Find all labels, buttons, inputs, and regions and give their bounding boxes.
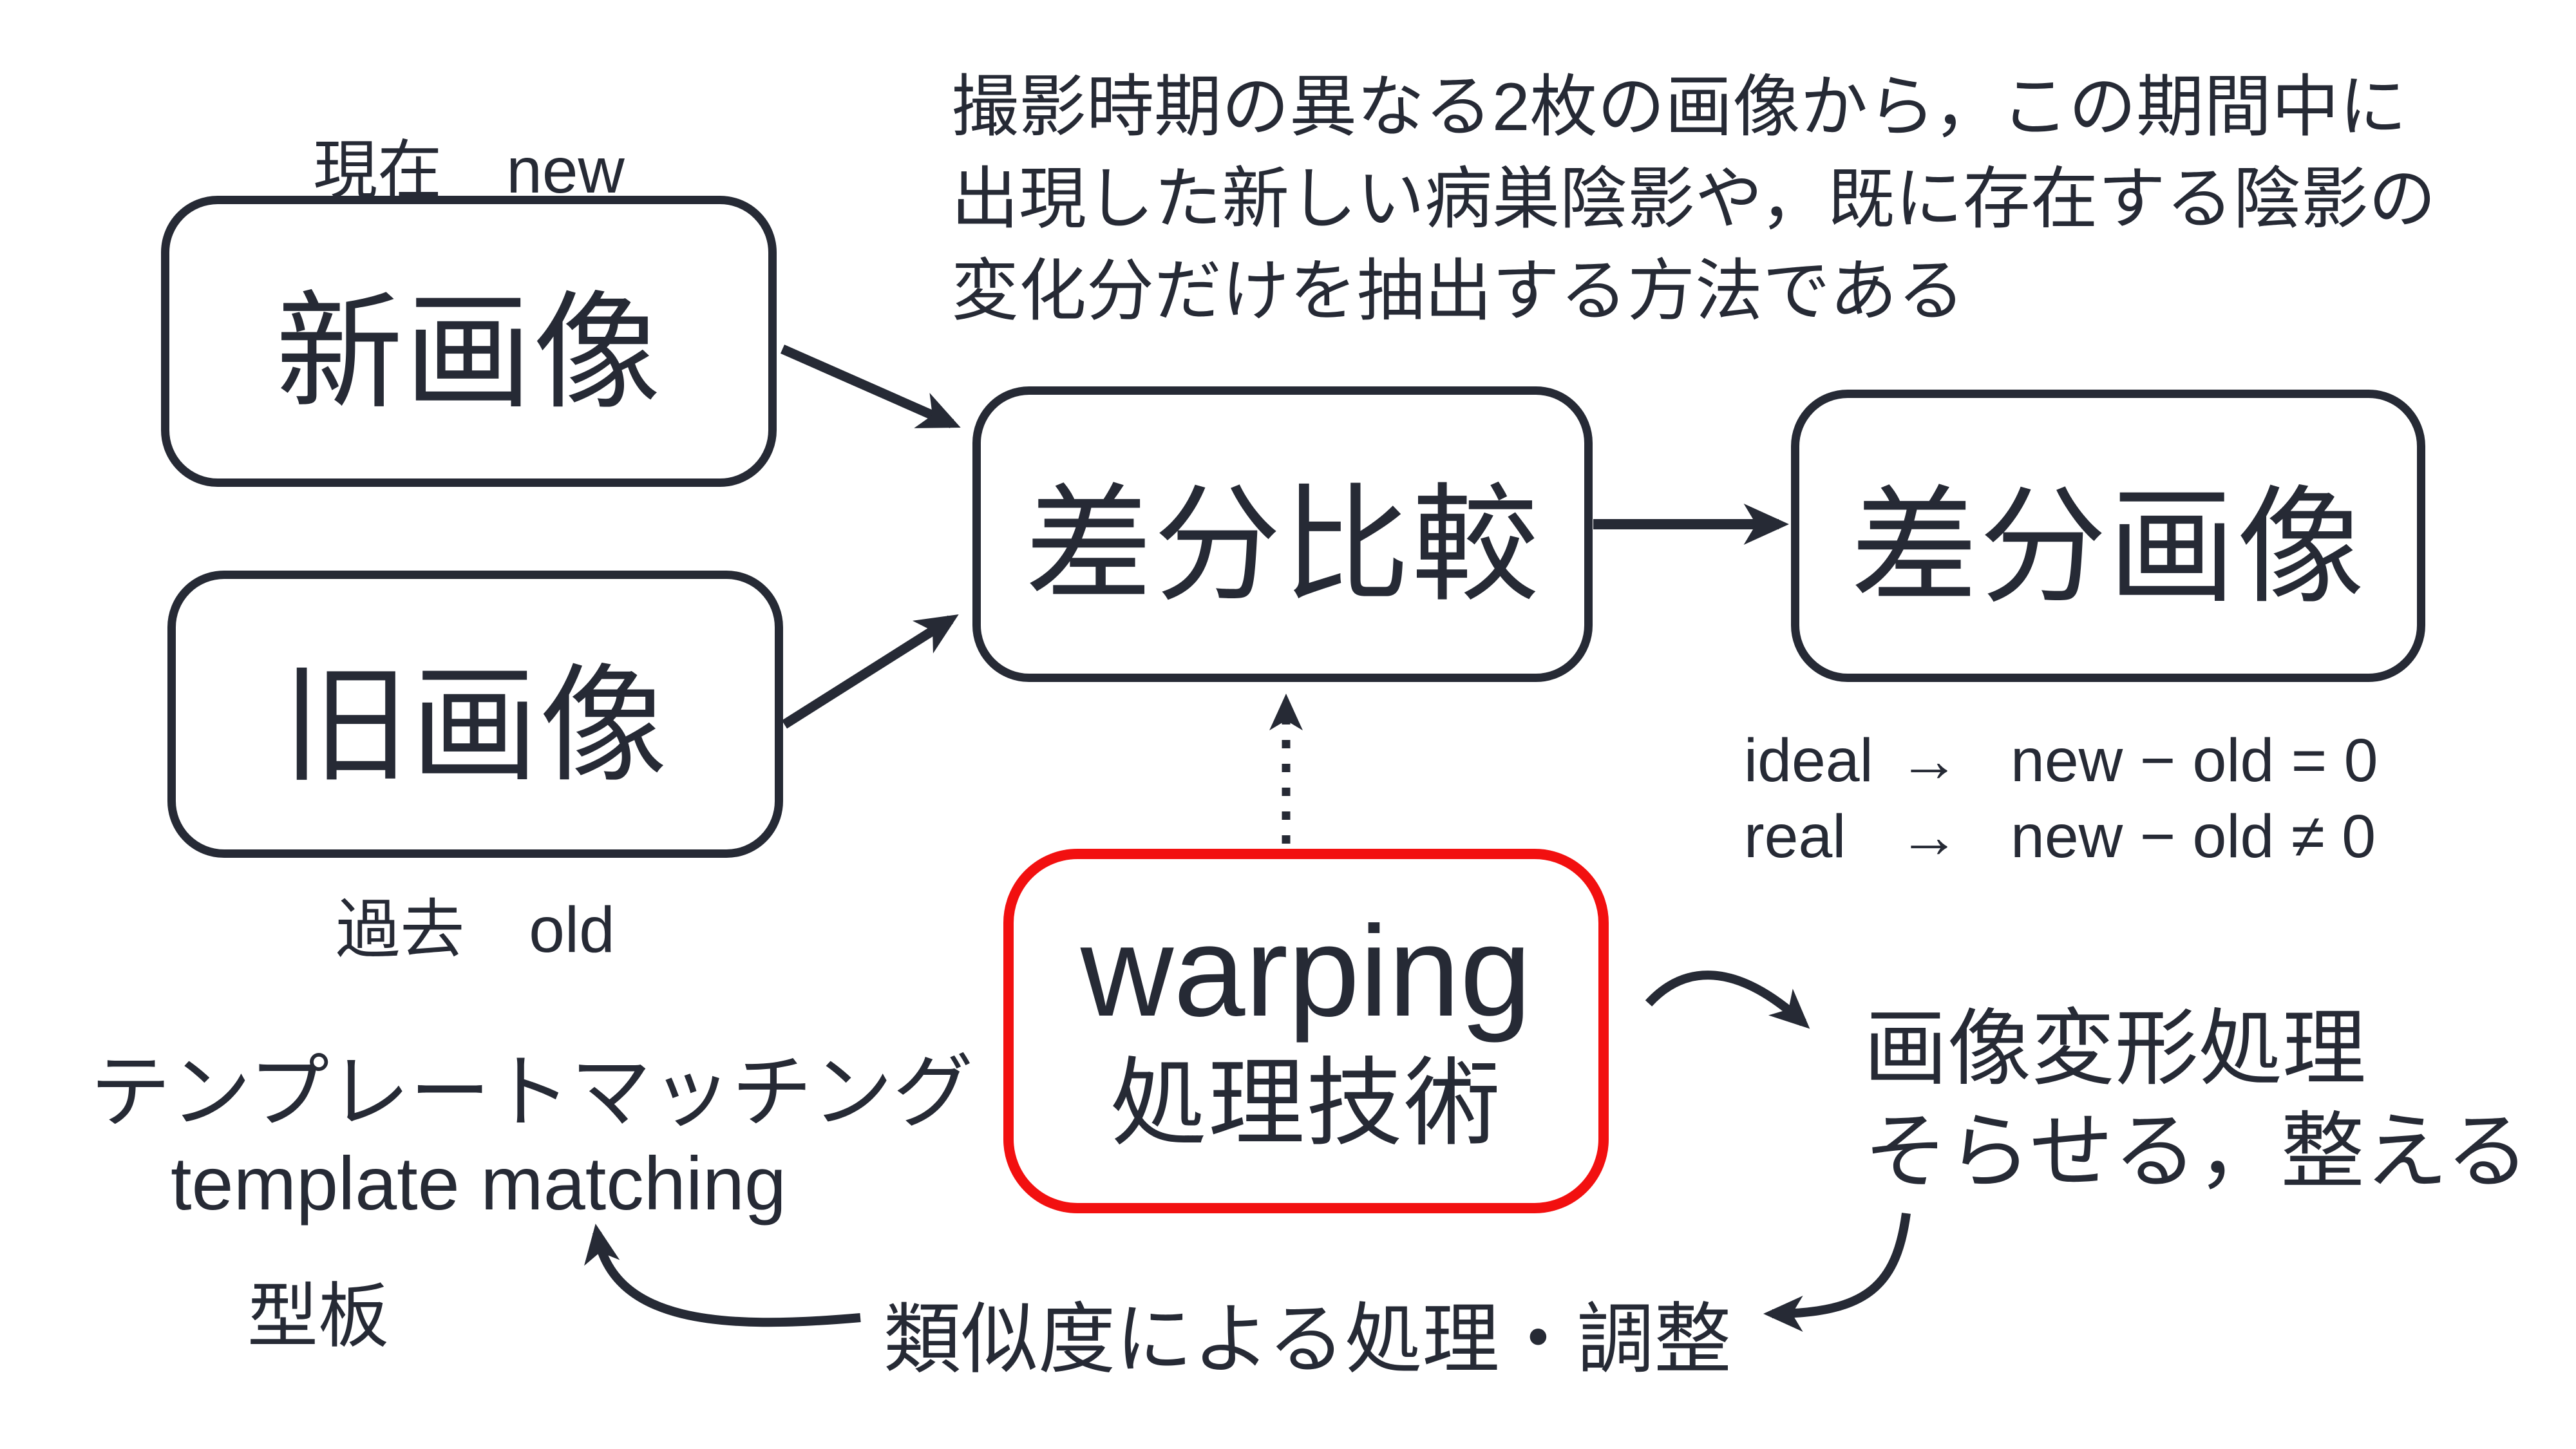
node-new-image: 新画像: [161, 196, 777, 487]
annotation-template-matching: テンプレートマッチング: [90, 1048, 974, 1137]
formula-ideal: ideal → new − old = 0: [1744, 723, 2378, 799]
formula-real-word: real: [1744, 802, 1846, 871]
arrow-warping-to-transform: [1645, 971, 1810, 1029]
description-line-3: 変化分だけを抽出する方法である: [951, 254, 1965, 329]
node-diff-image-label: 差分画像: [1850, 475, 2366, 618]
annotation-image-transform: 画像変形処理 そらせる，整える: [1864, 997, 2530, 1203]
node-old-image-label: 旧画像: [282, 654, 668, 797]
annotation-template-matching-en: template matching: [171, 1141, 786, 1226]
node-warping: warping 処理技術: [1003, 849, 1609, 1213]
caption-current-new: 現在 new: [313, 135, 625, 207]
node-diff-image: 差分画像: [1791, 390, 2425, 682]
node-diff-compare-label: 差分比較: [1025, 474, 1540, 616]
arrow-similarity-to-template: [584, 1224, 861, 1327]
description-line-2: 出現した新しい病巣陰影や，既に存在する陰影の: [951, 162, 2436, 237]
formula-real-arrow: →: [1899, 802, 1960, 871]
description-line-1: 撮影時期の異なる2枚の画像から，この期間中に: [951, 70, 2407, 145]
node-new-image-label: 新画像: [276, 281, 662, 424]
formula-ideal-real: ideal → new − old = 0 real → new − old ≠…: [1744, 723, 2378, 875]
caption-past-old: 過去 old: [336, 894, 615, 966]
arrow-old-to-compare: [781, 614, 959, 729]
formula-ideal-arrow: →: [1899, 726, 1960, 795]
node-old-image: 旧画像: [167, 571, 783, 858]
formula-real-expr: new − old ≠ 0: [2011, 802, 2376, 871]
formula-real: real → new − old ≠ 0: [1744, 799, 2378, 875]
annotation-image-transform-line2: そらせる，整える: [1864, 1104, 2530, 1198]
description-text: 撮影時期の異なる2枚の画像から，この期間中に 出現した新しい病巣陰影や，既に存在…: [951, 61, 2436, 337]
formula-ideal-word: ideal: [1744, 726, 1873, 795]
node-diff-compare: 差分比較: [972, 386, 1593, 682]
formula-ideal-expr: new − old = 0: [2011, 726, 2378, 795]
warping-title: warping: [1080, 900, 1532, 1043]
annotation-template-kanji: 型板: [247, 1277, 389, 1356]
arrow-transform-to-similarity: [1763, 1213, 1911, 1332]
arrow-new-to-compare: [780, 345, 961, 428]
warping-subtitle: 処理技術: [1110, 1049, 1502, 1157]
annotation-image-transform-line1: 画像変形処理: [1864, 1001, 2367, 1095]
annotation-similarity: 類似度による処理・調整: [884, 1296, 1732, 1383]
